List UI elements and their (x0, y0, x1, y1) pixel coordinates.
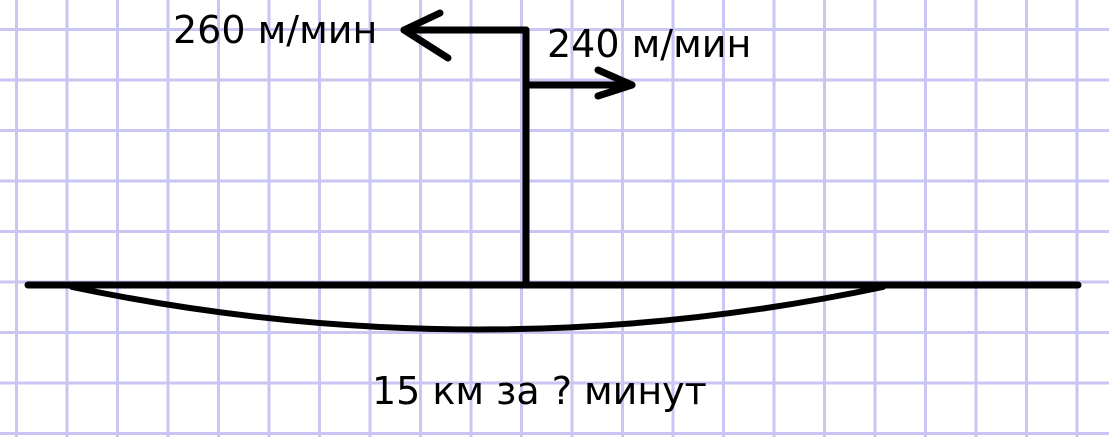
left-speed-label: 260 м/мин (173, 8, 378, 52)
right-speed-label: 240 м/мин (547, 22, 752, 66)
distance-brace-arc (69, 284, 886, 333)
left-arrow-head (400, 9, 452, 62)
distance-time-label: 15 км за ? минут (372, 369, 707, 413)
right-arrow-head (594, 66, 636, 100)
